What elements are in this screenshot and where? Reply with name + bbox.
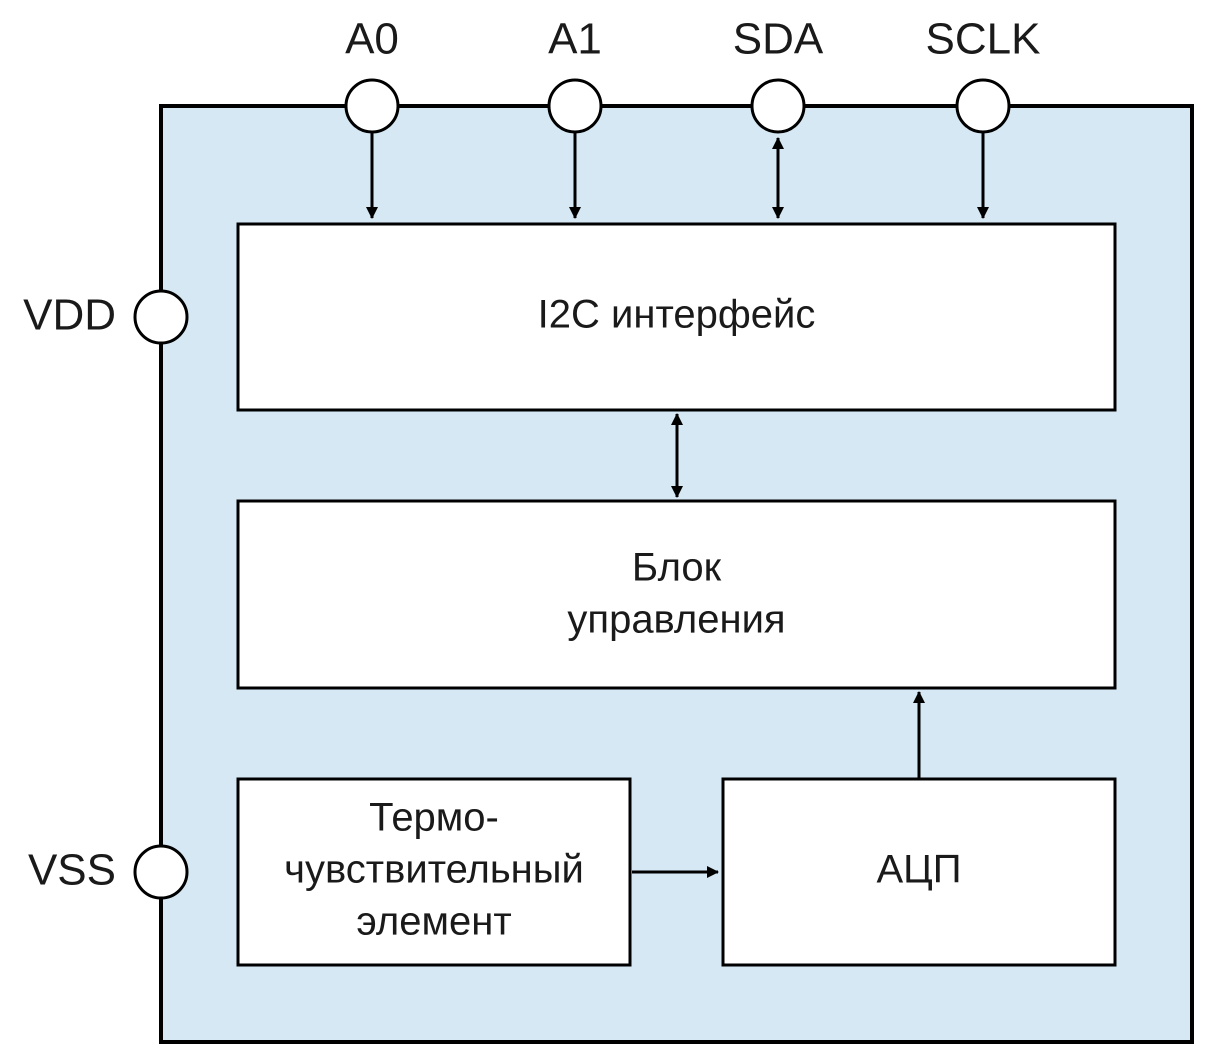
pin-a0-label: A0 xyxy=(345,15,399,64)
thermal-sensor-block xyxy=(236,777,632,967)
pin-sda-label: SDA xyxy=(733,15,824,64)
adc-block xyxy=(721,777,1117,967)
pin-vss-circle xyxy=(133,844,189,900)
pin-a0-circle xyxy=(344,78,400,134)
i2c-interface-block xyxy=(236,222,1117,412)
i2c-interface-label: I2C интерфейс xyxy=(538,293,816,337)
pin-vss-label: VSS xyxy=(28,846,116,895)
pin-a1-circle xyxy=(547,78,603,134)
pin-vdd-label: VDD xyxy=(23,291,116,340)
pin-sclk-label: SCLK xyxy=(926,15,1041,64)
control-block-label-2: управления xyxy=(567,598,785,642)
thermal-sensor-label-3: элемент xyxy=(356,900,511,944)
thermal-sensor-label-2: чувствительный xyxy=(284,848,584,892)
pin-vdd-circle xyxy=(133,289,189,345)
pin-a1-label: A1 xyxy=(548,15,602,64)
control-block xyxy=(236,499,1117,690)
pin-sclk-circle xyxy=(955,78,1011,134)
pin-sda-circle xyxy=(750,78,806,134)
thermal-sensor-label-1: Термо- xyxy=(369,796,499,840)
control-block-label-1: Блок xyxy=(632,546,722,590)
adc-label: АЦП xyxy=(876,848,961,892)
